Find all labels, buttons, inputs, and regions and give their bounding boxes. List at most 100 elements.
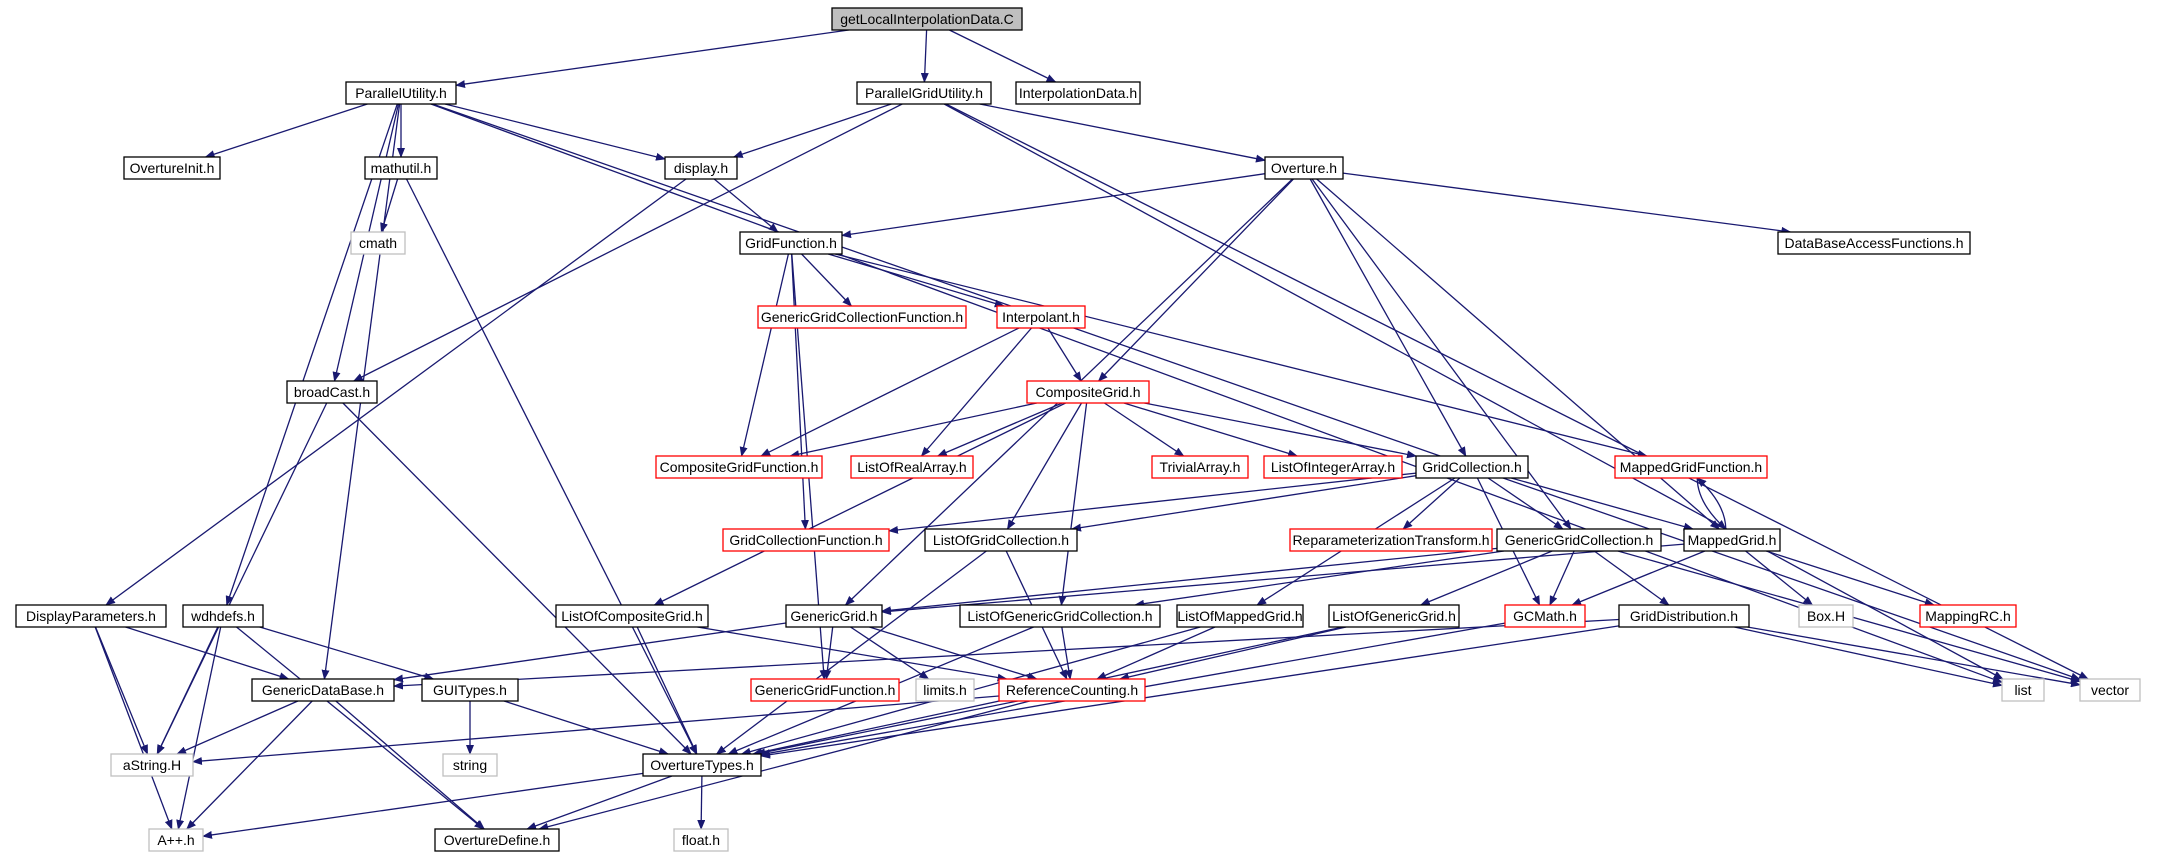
node-box-GridFunction[interactable] (739, 231, 843, 255)
node-box-TrivialArray[interactable] (1151, 455, 1249, 479)
node-GenericGridCollection[interactable]: GenericGridCollection.h (1496, 528, 1662, 552)
node-ParallelUtility[interactable]: ParallelUtility.h (345, 81, 457, 105)
node-MappedGrid[interactable]: MappedGrid.h (1683, 528, 1781, 552)
node-string[interactable]: string (442, 753, 498, 777)
node-box-ParallelUtility[interactable] (345, 81, 457, 105)
node-box-CompositeGrid[interactable] (1026, 380, 1150, 404)
node-box-ListOfGenericGridCollection[interactable] (959, 604, 1161, 628)
node-box-broadCast[interactable] (286, 380, 378, 404)
node-box-string[interactable] (442, 753, 498, 777)
node-box-ListOfMappedGrid[interactable] (1176, 604, 1304, 628)
node-box-wdhdefs[interactable] (182, 604, 264, 628)
node-OvertureDefine[interactable]: OvertureDefine.h (434, 828, 560, 852)
node-box-GridCollection[interactable] (1415, 455, 1529, 479)
node-box-Overture[interactable] (1264, 156, 1344, 180)
node-box-display[interactable] (664, 156, 738, 180)
node-GenericDataBase[interactable]: GenericDataBase.h (251, 678, 395, 702)
node-MappingRC[interactable]: MappingRC.h (1919, 604, 2017, 628)
node-CompositeGrid[interactable]: CompositeGrid.h (1026, 380, 1150, 404)
node-wdhdefs[interactable]: wdhdefs.h (182, 604, 264, 628)
node-ListOfGenericGridCollection[interactable]: ListOfGenericGridCollection.h (959, 604, 1161, 628)
node-box-OvertureTypes[interactable] (642, 753, 762, 777)
node-box-mathutil[interactable] (364, 156, 438, 180)
node-box-ListOfRealArray[interactable] (850, 455, 974, 479)
node-DisplayParameters[interactable]: DisplayParameters.h (15, 604, 167, 628)
node-GenericGridCollectionFunction[interactable]: GenericGridCollectionFunction.h (757, 305, 967, 329)
node-box-Interpolant[interactable] (996, 305, 1086, 329)
node-GridCollectionFunction[interactable]: GridCollectionFunction.h (722, 528, 890, 552)
node-mathutil[interactable]: mathutil.h (364, 156, 438, 180)
node-box-DisplayParameters[interactable] (15, 604, 167, 628)
node-box-ListOfIntegerArray[interactable] (1263, 455, 1403, 479)
node-box-ListOfGridCollection[interactable] (924, 528, 1078, 552)
node-box-GridCollectionFunction[interactable] (722, 528, 890, 552)
node-broadCast[interactable]: broadCast.h (286, 380, 378, 404)
node-box-InterpolationData[interactable] (1015, 81, 1141, 105)
node-App[interactable]: A++.h (148, 828, 204, 852)
node-box-GenericGridCollection[interactable] (1496, 528, 1662, 552)
node-GenericGrid[interactable]: GenericGrid.h (785, 604, 883, 628)
node-vector[interactable]: vector (2079, 678, 2141, 702)
node-list[interactable]: list (2001, 678, 2045, 702)
node-ReferenceCounting[interactable]: ReferenceCounting.h (998, 678, 1146, 702)
node-box-OvertureDefine[interactable] (434, 828, 560, 852)
node-box-ReferenceCounting[interactable] (998, 678, 1146, 702)
node-float[interactable]: float.h (673, 828, 729, 852)
node-box-vector[interactable] (2079, 678, 2141, 702)
node-GCMath[interactable]: GCMath.h (1504, 604, 1586, 628)
node-ListOfGridCollection[interactable]: ListOfGridCollection.h (924, 528, 1078, 552)
node-TrivialArray[interactable]: TrivialArray.h (1151, 455, 1249, 479)
node-box-CompositeGridFunction[interactable] (655, 455, 823, 479)
node-ListOfMappedGrid[interactable]: ListOfMappedGrid.h (1176, 604, 1304, 628)
node-box-ListOfGenericGrid[interactable] (1328, 604, 1460, 628)
node-GUITypes[interactable]: GUITypes.h (421, 678, 519, 702)
node-box-GUITypes[interactable] (421, 678, 519, 702)
node-box-getLocalInterpolationData[interactable] (831, 7, 1023, 31)
node-box-cmath[interactable] (350, 231, 406, 255)
node-Interpolant[interactable]: Interpolant.h (996, 305, 1086, 329)
node-limits[interactable]: limits.h (915, 678, 975, 702)
node-box-GenericGrid[interactable] (785, 604, 883, 628)
node-GridCollection[interactable]: GridCollection.h (1415, 455, 1529, 479)
node-ListOfRealArray[interactable]: ListOfRealArray.h (850, 455, 974, 479)
node-box-GenericDataBase[interactable] (251, 678, 395, 702)
node-box-limits[interactable] (915, 678, 975, 702)
node-Overture[interactable]: Overture.h (1264, 156, 1344, 180)
node-box-GCMath[interactable] (1504, 604, 1586, 628)
node-ReparameterizationTransform[interactable]: ReparameterizationTransform.h (1289, 528, 1493, 552)
node-box-aString[interactable] (110, 753, 194, 777)
node-getLocalInterpolationData[interactable]: getLocalInterpolationData.C (831, 7, 1023, 31)
node-BoxH[interactable]: Box.H (1798, 604, 1854, 628)
node-ListOfIntegerArray[interactable]: ListOfIntegerArray.h (1263, 455, 1403, 479)
node-OvertureInit[interactable]: OvertureInit.h (123, 156, 221, 180)
node-cmath[interactable]: cmath (350, 231, 406, 255)
node-ListOfGenericGrid[interactable]: ListOfGenericGrid.h (1328, 604, 1460, 628)
node-box-MappedGridFunction[interactable] (1614, 455, 1768, 479)
node-OvertureTypes[interactable]: OvertureTypes.h (642, 753, 762, 777)
node-box-App[interactable] (148, 828, 204, 852)
node-ListOfCompositeGrid[interactable]: ListOfCompositeGrid.h (555, 604, 709, 628)
node-ParallelGridUtility[interactable]: ParallelGridUtility.h (856, 81, 992, 105)
node-box-MappedGrid[interactable] (1683, 528, 1781, 552)
node-box-MappingRC[interactable] (1919, 604, 2017, 628)
node-box-GridDistribution[interactable] (1618, 604, 1750, 628)
node-DataBaseAccessFunctions[interactable]: DataBaseAccessFunctions.h (1777, 231, 1971, 255)
node-box-DataBaseAccessFunctions[interactable] (1777, 231, 1971, 255)
node-InterpolationData[interactable]: InterpolationData.h (1015, 81, 1141, 105)
node-box-ParallelGridUtility[interactable] (856, 81, 992, 105)
node-box-GenericGridFunction[interactable] (750, 678, 900, 702)
node-box-GenericGridCollectionFunction[interactable] (757, 305, 967, 329)
node-GridFunction[interactable]: GridFunction.h (739, 231, 843, 255)
node-GridDistribution[interactable]: GridDistribution.h (1618, 604, 1750, 628)
node-MappedGridFunction[interactable]: MappedGridFunction.h (1614, 455, 1768, 479)
node-display[interactable]: display.h (664, 156, 738, 180)
node-box-list[interactable] (2001, 678, 2045, 702)
node-box-ReparameterizationTransform[interactable] (1289, 528, 1493, 552)
node-aString[interactable]: aString.H (110, 753, 194, 777)
node-box-BoxH[interactable] (1798, 604, 1854, 628)
node-CompositeGridFunction[interactable]: CompositeGridFunction.h (655, 455, 823, 479)
node-box-ListOfCompositeGrid[interactable] (555, 604, 709, 628)
node-box-float[interactable] (673, 828, 729, 852)
node-GenericGridFunction[interactable]: GenericGridFunction.h (750, 678, 900, 702)
node-box-OvertureInit[interactable] (123, 156, 221, 180)
